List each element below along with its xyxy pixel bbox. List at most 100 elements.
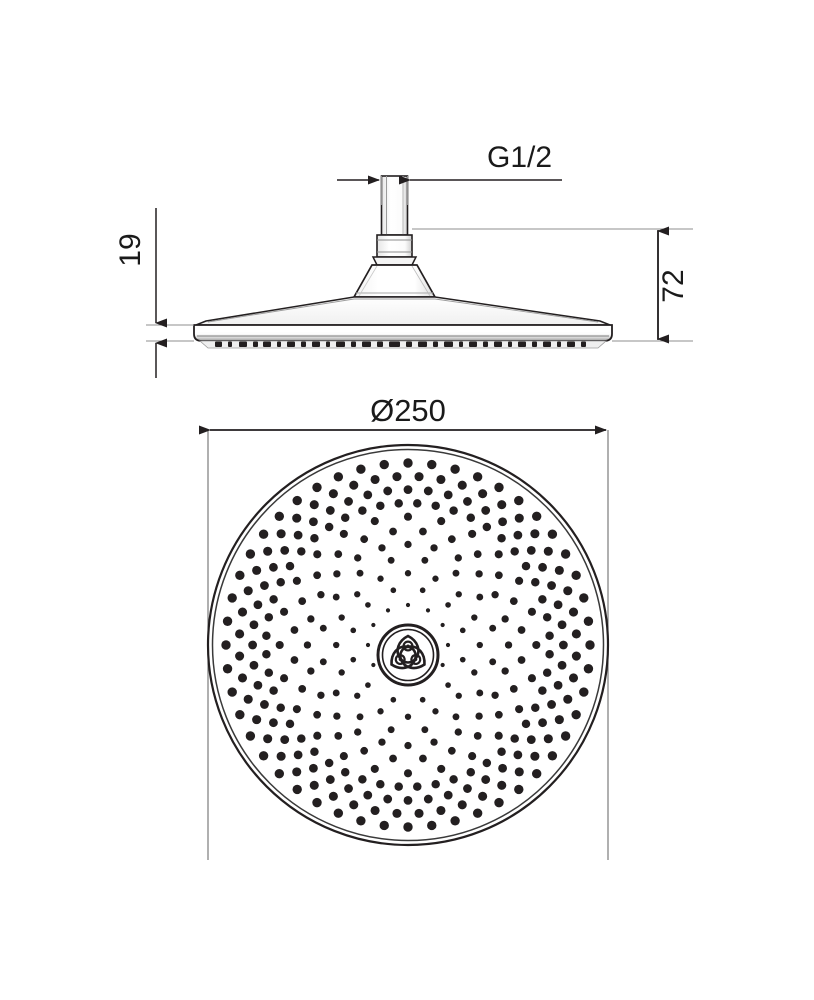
spray-nozzle [269,686,278,695]
spray-nozzle [350,627,357,634]
spray-nozzle [419,696,426,703]
spray-nozzle [440,622,445,628]
spray-nozzle [293,530,303,540]
spray-nozzle [260,700,269,709]
spray-nozzle [332,593,340,601]
spray-nozzle [371,622,376,628]
spray-nozzle [419,587,426,594]
stem-collar [376,234,413,258]
spray-nozzle [280,546,290,555]
spray-nozzle [478,791,488,801]
spray-nozzle [379,459,389,470]
disc-top-crease-right [354,298,599,323]
spray-nozzle [405,602,411,608]
spray-nozzle [349,480,359,490]
spray-nozzle [481,775,491,784]
spray-nozzle [313,571,322,580]
spray-nozzle [365,602,371,608]
spray-nozzle [376,501,385,511]
spray-nozzle [501,615,509,623]
spray-nozzle [547,529,558,539]
spray-nozzle [328,489,338,499]
spray-nozzle [290,656,299,664]
spray-nozzle [356,816,366,826]
collar-body [376,234,413,258]
spray-nozzle [328,791,338,801]
spray-nozzle [463,784,472,793]
dimension-label-g12: G1/2 [487,141,552,174]
spray-nozzle [476,689,484,697]
spray-nozzle [403,485,413,495]
spray-nozzle [554,715,564,725]
spray-nozzle [494,731,503,740]
spray-nozzle [404,570,412,577]
spray-nozzle [557,660,567,670]
spray-nozzle [513,530,523,540]
spray-nozzle [473,550,482,559]
spray-nozzle [421,726,429,734]
spray-nozzle [445,602,451,608]
spray-nozzle [276,751,286,761]
spray-nozzle [571,709,581,720]
spray-nozzle [466,768,476,777]
stem-tube [380,175,409,236]
spray-nozzle [481,506,491,515]
spray-nozzle [558,640,568,650]
spray-nozzle [450,464,460,474]
spray-nozzle [319,658,327,666]
spray-nozzle [476,641,483,649]
spray-nozzle [325,775,335,784]
spray-nozzle [494,797,504,808]
spray-nozzle [510,547,519,556]
spray-nozzle [497,747,506,756]
collar-washer [371,256,418,266]
spray-nozzle [509,597,518,606]
spray-nozzle [292,705,301,714]
spray-nozzle [403,512,413,521]
spray-nozzle [554,565,564,575]
spray-nozzle [309,763,318,773]
spray-nozzle [264,668,274,677]
spray-nozzle [472,472,483,482]
spray-nozzle [344,497,353,506]
spray-nozzle [403,769,413,778]
spray-nozzle [307,667,315,675]
spray-nozzle [526,546,536,555]
spray-nozzle [332,689,340,697]
spray-nozzle [527,607,536,616]
spray-nozzle [387,556,395,564]
spray-nozzle [243,694,253,704]
cone-highlight-left [358,265,378,297]
spray-nozzle [515,705,524,714]
spray-nozzle [521,561,531,571]
spray-nozzle [394,782,403,791]
spray-nozzle [542,613,552,622]
spray-nozzle [455,692,462,699]
inlet-stem [380,175,409,236]
spray-nozzle [489,658,497,666]
washer-body [371,256,418,266]
spray-nozzle [309,500,319,510]
spray-nozzle [514,513,524,523]
spray-nozzle [313,710,322,719]
spray-nozzle [263,734,273,744]
spray-nozzle [563,586,573,596]
spray-nozzle [471,669,478,676]
spray-nozzle [340,768,350,777]
spray-nozzle [468,752,477,761]
spray-nozzle [222,664,233,674]
spray-nozzle [437,764,446,773]
hub-petal-3 [390,645,418,670]
spray-nozzle [235,651,245,661]
nozzle-face-strip [198,340,608,349]
spray-nozzle [313,731,322,740]
spray-nozzle [360,746,369,755]
spray-nozzle [563,694,573,704]
spray-nozzle [310,747,319,756]
spray-nozzle [264,613,274,622]
spray-nozzle [530,751,540,761]
spray-nozzle [431,501,440,511]
spray-nozzle [436,474,446,485]
spray-nozzle [497,534,506,543]
spray-nozzle [459,656,466,663]
